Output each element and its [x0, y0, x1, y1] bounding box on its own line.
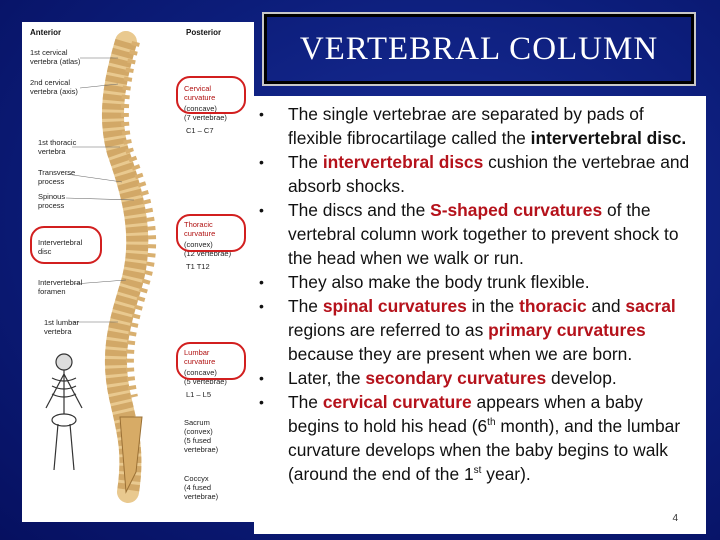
label-cervical-range: C1 – C7 — [186, 126, 214, 135]
label-lumbar-curvature: Lumbar curvature — [184, 348, 216, 366]
spine-illustration — [45, 31, 157, 503]
bullet-dot-icon: • — [259, 154, 264, 170]
bullet-item: • Later, the secondary curvatures develop… — [254, 366, 698, 390]
bullet-text-fragment: The single vertebrae are separated by pa… — [288, 104, 644, 148]
label-first-lumbar: 1st lumbar vertebra — [44, 318, 80, 336]
bullet-item: • The cervical curvature appears when a b… — [254, 390, 698, 486]
bullet-item: • The discs and the S-shaped curvatures o… — [254, 198, 698, 270]
label-spinous-process: Spinous process — [38, 192, 66, 210]
label-atlas: 1st cervical vertebra (atlas) — [30, 48, 81, 66]
label-lumbar-sub: (concave) (5 vertebrae) — [184, 368, 227, 386]
page-number: 4 — [672, 513, 678, 524]
bullet-text-fragment: st — [473, 465, 482, 477]
bullet-text-fragment: cushion the vertebrae and absorb shocks. — [288, 152, 690, 196]
bullet-text-fragment: The discs and the — [288, 200, 431, 220]
bullet-text-fragment: intervertebral disc. — [530, 128, 687, 148]
bullet-dot-icon: • — [259, 370, 264, 386]
bullet-text-fragment: intervertebral discs — [322, 152, 484, 172]
content-panel: • The single vertebrae are separated by p… — [254, 96, 706, 534]
callout-intervertebral-disc — [30, 226, 102, 264]
slide-title: VERTEBRAL COLUMN — [299, 30, 659, 67]
bullet-text-fragment: of the vertebral column work together to… — [288, 200, 679, 268]
label-coccyx: Coccyx (4 fused vertebrae) — [184, 474, 219, 501]
bullet-text-fragment: spinal curvatures — [322, 296, 467, 316]
bullet-text-fragment: appears when a baby begins to hold his h… — [288, 392, 643, 436]
bullet-text-fragment: primary curvatures — [488, 320, 646, 340]
callout-cervical — [176, 76, 246, 114]
callout-lumbar — [176, 342, 246, 380]
bullet-text-fragment: regions are referred to as — [288, 320, 489, 340]
bullet-list: • The single vertebrae are separated by p… — [254, 96, 706, 486]
label-anterior: Anterior — [30, 28, 62, 37]
bullet-dot-icon: • — [259, 106, 264, 122]
bullet-text-fragment: cervical curvature — [322, 392, 472, 412]
bullet-text-fragment: secondary curvatures — [365, 368, 547, 388]
label-thoracic-range: T1 T12 — [186, 262, 210, 271]
bullet-text-fragment: The — [288, 152, 323, 172]
bullet-dot-icon: • — [259, 298, 264, 314]
bullet-item: • The spinal curvatures in the thoracic a… — [254, 294, 698, 366]
label-transverse-process: Transverse process — [38, 168, 76, 186]
label-posterior: Posterior — [186, 28, 222, 37]
label-intervertebral-disc: Intervertebral disc — [38, 238, 83, 256]
label-lumbar-range: L1 – L5 — [186, 390, 212, 399]
bullet-text-fragment: in the — [466, 296, 520, 316]
bullet-text-fragment: They also make the body trunk flexible. — [288, 272, 590, 292]
bullet-text-fragment: th — [487, 417, 496, 429]
label-intervertebral-foramen: Intervertebral foramen — [38, 278, 83, 296]
bullet-text-fragment: The — [288, 296, 323, 316]
bullet-text-fragment: S-shaped curvatures — [430, 200, 603, 220]
bullet-dot-icon: • — [259, 274, 264, 290]
bullet-dot-icon: • — [259, 394, 264, 410]
bullet-text-fragment: thoracic — [519, 296, 587, 316]
bullet-text-fragment: develop. — [546, 368, 617, 388]
label-first-thoracic: 1st thoracic vertebra — [38, 138, 77, 156]
bullet-text-fragment: The — [288, 392, 323, 412]
title-box: VERTEBRAL COLUMN — [262, 12, 696, 86]
bullet-text-fragment: Later, the — [288, 368, 366, 388]
bullet-item: • They also make the body trunk flexible. — [254, 270, 698, 294]
bullet-text-fragment: because they are present when we are bor… — [288, 344, 633, 364]
bullet-dot-icon: • — [259, 202, 264, 218]
bullet-text-fragment: year). — [481, 464, 531, 484]
bullet-item: • The intervertebral discs cushion the ve… — [254, 150, 698, 198]
label-sacrum: Sacrum (convex) (5 fused vertebrae) — [184, 418, 219, 454]
label-axis: 2nd cervical vertebra (axis) — [30, 78, 78, 96]
vertebral-column-figure: Anterior Posterior — [22, 22, 254, 522]
label-cervical-sub: (concave) (7 vertebrae) — [184, 104, 227, 122]
label-thoracic-sub: (convex) (12 vertebrae) — [184, 240, 232, 258]
bullet-text-fragment: sacral — [625, 296, 676, 316]
bullet-item: • The single vertebrae are separated by p… — [254, 102, 698, 150]
callout-thoracic — [176, 214, 246, 252]
bullet-text-fragment: month), and the lumbar curvature develop… — [288, 416, 681, 484]
label-thoracic-curvature: Thoracic curvature — [184, 220, 216, 238]
label-cervical-curvature: Cervical curvature — [184, 84, 216, 102]
bullet-text-fragment: and — [586, 296, 626, 316]
